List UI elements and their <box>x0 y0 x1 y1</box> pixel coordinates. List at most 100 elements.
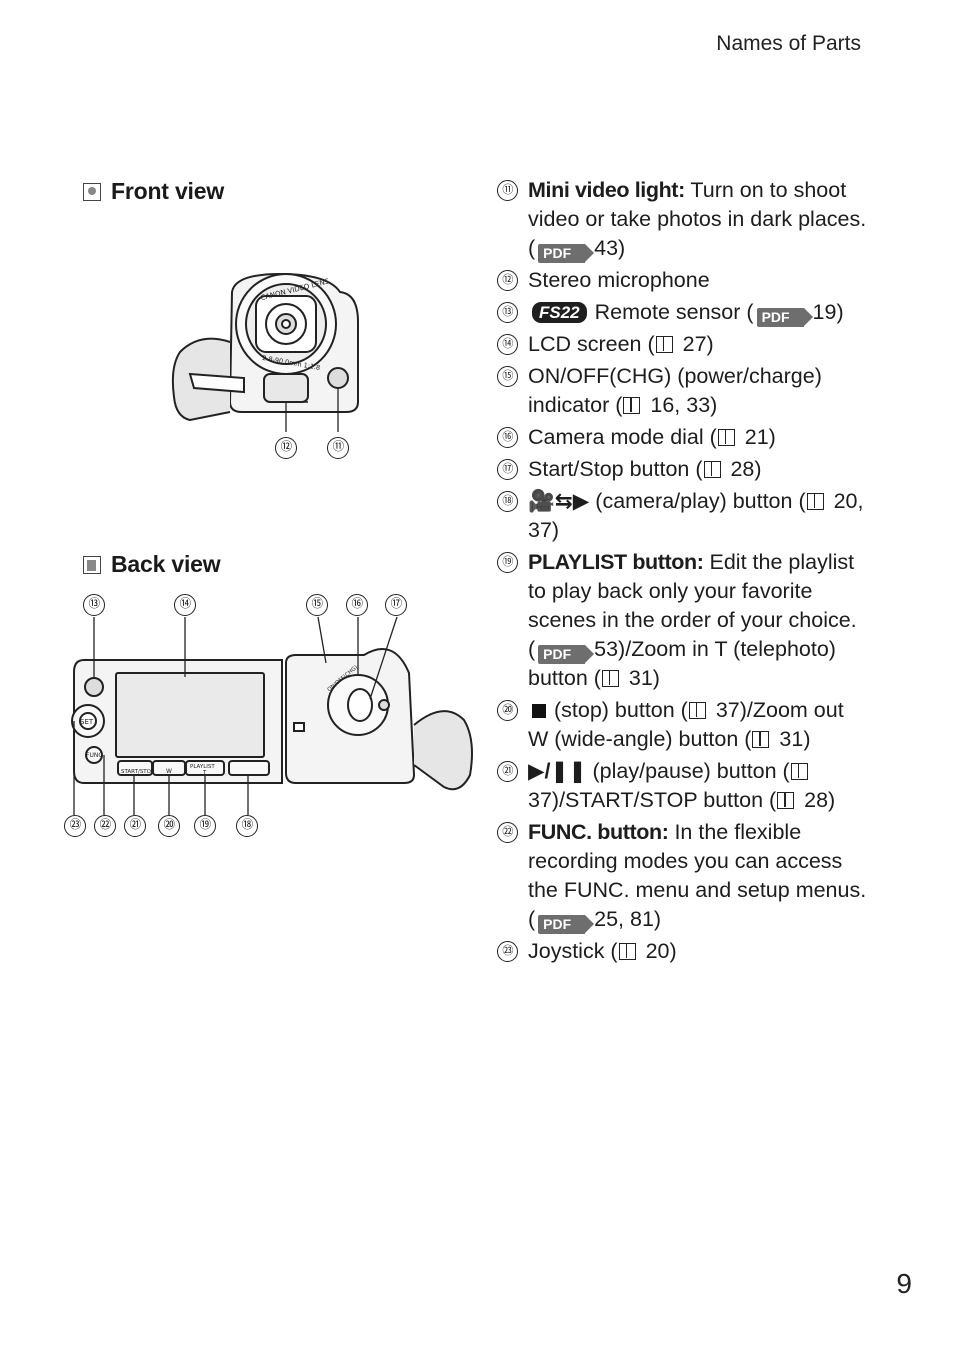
part-text: (stop) button ( <box>554 698 688 722</box>
part-text: 28) <box>724 457 762 481</box>
callout-22: ㉒ <box>94 815 116 837</box>
callout-14: ⑭ <box>174 594 196 616</box>
front-view-title: Front view <box>111 178 225 204</box>
book-reference-icon <box>752 731 770 748</box>
pdf-reference-icon: PDF <box>538 645 595 664</box>
part-text: Turn on to shoot video or take photos in… <box>528 178 867 260</box>
part-text: 19) <box>806 300 844 324</box>
book-reference-icon <box>601 670 619 687</box>
part-text: Joystick ( <box>528 939 618 963</box>
part-number: ⑱ <box>497 491 518 512</box>
t-label: T <box>202 770 207 776</box>
part-item: ⑱ 🎥⇆▶ (camera/play) button ( 20, 37) <box>497 487 867 545</box>
part-text: 31) <box>622 666 660 690</box>
part-term: PLAYLIST button: <box>528 550 704 574</box>
book-reference-icon <box>703 461 721 478</box>
part-number: ⑰ <box>497 459 518 480</box>
book-reference-icon <box>777 792 795 809</box>
callout-15: ⑮ <box>306 594 328 616</box>
part-text: 28) <box>798 788 836 812</box>
part-item: ⑭ LCD screen ( 27) <box>497 330 867 359</box>
part-text: 20, 37) <box>528 489 864 542</box>
part-number: ⑮ <box>497 366 518 387</box>
part-text: 21) <box>738 425 776 449</box>
part-text: (camera/play) button ( <box>589 489 806 513</box>
part-term: FUNC. button: <box>528 820 669 844</box>
part-item: ⑳ (stop) button ( 37)/Zoom out W (wide-an… <box>497 696 867 754</box>
part-text: Start/Stop button ( <box>528 457 703 481</box>
part-text: 43) <box>588 236 626 260</box>
callout-17: ⑰ <box>385 594 407 616</box>
book-reference-icon <box>688 702 706 719</box>
part-item: ㉑ ▶/❚❚ (play/pause) button ( 37)/START/ST… <box>497 757 867 815</box>
part-text: In the flexible recording modes you can … <box>528 820 867 931</box>
pdf-reference-icon: PDF <box>538 244 595 263</box>
part-text: Remote sensor ( <box>594 300 754 324</box>
book-reference-icon <box>618 943 636 960</box>
part-text: 31) <box>773 727 811 751</box>
callout-18: ⑱ <box>236 815 258 837</box>
callout-16: ⑯ <box>346 594 368 616</box>
start-stop-label: START/STOP <box>121 769 155 775</box>
back-view-icon <box>83 555 101 574</box>
part-text: 37)/Zoom out W (wide-angle) button ( <box>528 698 844 751</box>
part-number: ⑭ <box>497 334 518 355</box>
callout-11: ⑪ <box>327 437 349 459</box>
callout-19: ⑲ <box>194 815 216 837</box>
back-view-heading: Back view <box>83 551 221 578</box>
part-number: ㉓ <box>497 941 518 962</box>
part-item: ㉓ Joystick ( 20) <box>497 937 867 966</box>
stop-icon <box>532 704 546 718</box>
part-text: 27) <box>676 332 714 356</box>
button-glyph-icon: 🎥⇆▶ <box>528 489 590 513</box>
part-text: 25, 81) <box>588 907 662 931</box>
part-text: (play/pause) button ( <box>586 759 790 783</box>
part-text: ON/OFF(CHG) (power/charge) indicator ( <box>528 364 822 417</box>
part-text: 20) <box>639 939 677 963</box>
part-text: 37)/START/STOP button ( <box>528 788 777 812</box>
callout-20: ⑳ <box>158 815 180 837</box>
running-header: Names of Parts <box>716 32 861 55</box>
callout-13: ⑬ <box>83 594 105 616</box>
part-number: ⑪ <box>497 180 518 201</box>
part-number: ⑫ <box>497 270 518 291</box>
book-reference-icon <box>806 493 824 510</box>
back-view-illustration: SET FUNC START/STOP W PLAYLIST T ON/OFF(… <box>71 616 473 815</box>
back-view-title: Back view <box>111 551 221 577</box>
set-label: SET <box>80 718 94 726</box>
part-text: LCD screen ( <box>528 332 655 356</box>
w-label: W <box>166 768 172 775</box>
callout-23: ㉓ <box>64 815 86 837</box>
part-item: ⑰ Start/Stop button ( 28) <box>497 455 867 484</box>
front-view-illustration: CANON VIDEO LENS 2.8-90.0mm 1:1.8 <box>171 272 359 432</box>
part-number: ⑯ <box>497 427 518 448</box>
book-reference-icon <box>717 429 735 446</box>
callout-21: ㉑ <box>124 815 146 837</box>
model-badge: FS22 <box>532 302 587 323</box>
func-label: FUNC <box>86 752 103 759</box>
part-text: Stereo microphone <box>528 268 710 292</box>
book-reference-icon <box>623 397 641 414</box>
front-view-heading: Front view <box>83 178 224 205</box>
part-item: ⑬ FS22 Remote sensor (PDF 19) <box>497 298 867 327</box>
part-number: ⑳ <box>497 700 518 721</box>
front-view-icon <box>83 182 101 201</box>
pdf-reference-icon: PDF <box>538 915 595 934</box>
part-number: ⑲ <box>497 552 518 573</box>
book-reference-icon <box>790 763 808 780</box>
callout-12: ⑫ <box>275 437 297 459</box>
part-number: ⑬ <box>497 302 518 323</box>
part-text: 53)/Zoom in T (telephoto) button ( <box>528 637 836 690</box>
book-reference-icon <box>655 336 673 353</box>
pdf-reference-icon: PDF <box>756 308 813 327</box>
button-glyph-icon: ▶/❚❚ <box>528 759 587 783</box>
page-number: 9 <box>896 1268 912 1299</box>
part-number: ㉑ <box>497 761 518 782</box>
playlist-label: PLAYLIST <box>190 764 215 770</box>
